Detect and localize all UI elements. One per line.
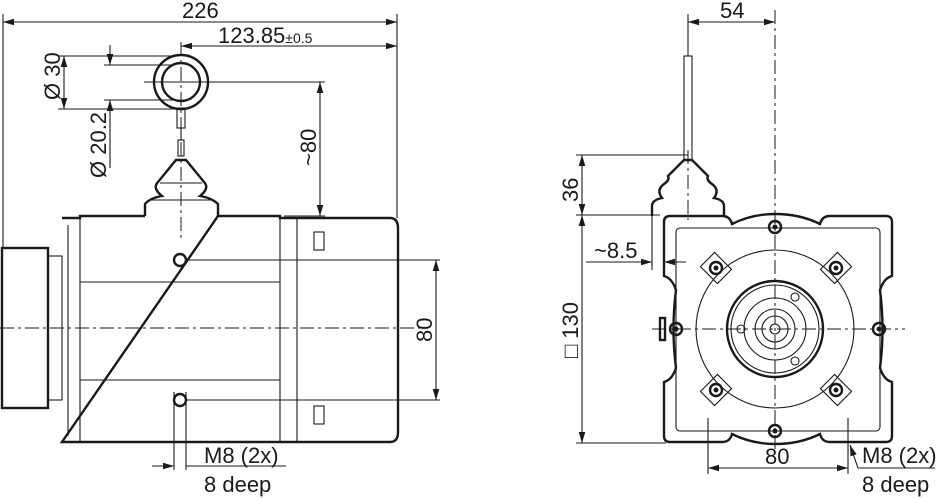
- front-view: 54 36 □130 ~8.5 80 M8 (2x) 8 deep: [558, 0, 937, 497]
- small-hole: [790, 292, 800, 302]
- thread-depth: 8 deep: [204, 472, 271, 497]
- mounting-hole: [172, 252, 188, 268]
- square-symbol: □: [558, 345, 583, 358]
- dim-eyelet-height: ~80: [296, 129, 321, 166]
- mount-screw: [699, 373, 733, 407]
- screw-head: [313, 231, 325, 251]
- mounting-hole: [172, 392, 188, 408]
- thread-label: M8 (2x): [204, 443, 279, 468]
- small-hole: [790, 356, 800, 366]
- dim-hole-spacing: 80: [765, 444, 789, 469]
- screws: [668, 219, 887, 439]
- thread-label: M8 (2x): [862, 443, 937, 468]
- screw-center: [673, 326, 679, 332]
- screw-center: [772, 428, 778, 434]
- thread-depth: 8 deep: [862, 472, 929, 497]
- dim-eyelet-inner-diameter: Ø 20.2: [86, 112, 111, 178]
- dim-eyelet-outer-diameter: Ø 30: [40, 52, 65, 100]
- cable: [683, 55, 693, 161]
- leader-line: [849, 444, 859, 469]
- screw-head: [313, 405, 325, 425]
- dim-boss-height: 36: [558, 178, 583, 202]
- mount-screw: [699, 251, 733, 285]
- dim-eyelet-offset: 123.85±0.5: [218, 23, 313, 48]
- dim-housing-size: □130: [558, 302, 583, 358]
- dim-cable-offset: 54: [720, 0, 744, 23]
- mount-screw: [819, 251, 853, 285]
- dim-tolerance: ±0.5: [285, 30, 312, 46]
- screw-center: [772, 224, 778, 230]
- mount-screw: [819, 373, 853, 407]
- dim-overall-length: 226: [182, 0, 219, 23]
- side-view: 226 123.85±0.5 Ø 30 Ø 20.2 ~80 80 M8 (2x…: [0, 0, 440, 497]
- dim-boss-offset: ~8.5: [594, 238, 637, 263]
- dim-hole-spacing: 80: [412, 318, 437, 342]
- housing-body: [59, 214, 400, 444]
